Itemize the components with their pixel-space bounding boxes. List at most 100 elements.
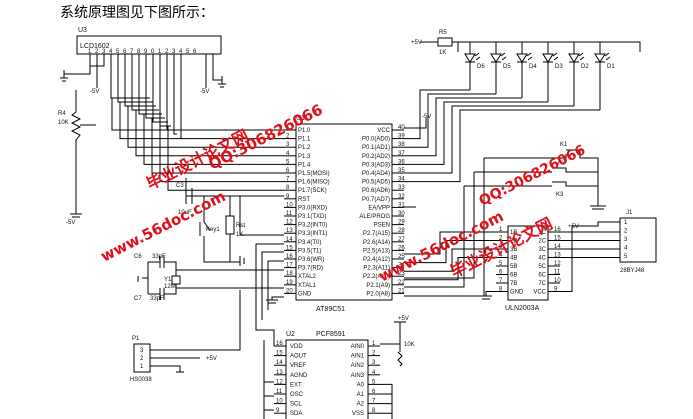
- r4-ref: R4: [58, 111, 66, 117]
- pcf-pin-num-left: 15: [276, 351, 283, 357]
- mcu-pin-name-left: P3.6(WR): [298, 257, 324, 263]
- crystal-circuit: C6 33pF C7 33pF Y1 12M: [134, 254, 284, 302]
- pcf-pin-name-right: AIN0: [351, 344, 365, 350]
- mcu-pin-name-left: P1.7(SCK): [298, 188, 327, 194]
- uln-pin-num-right: 15: [554, 236, 561, 242]
- mcu-pin-num-left: 11: [286, 211, 293, 217]
- led-label: D6: [477, 64, 485, 70]
- mcu-pin-num-left: 15: [286, 245, 293, 251]
- mcu-pin-num-right: 22: [398, 280, 405, 286]
- pcf-body: [285, 339, 369, 419]
- p3-int-line: [239, 196, 284, 236]
- mcu-pin-num-right: 29: [398, 220, 405, 226]
- pcf-pin-name-left: EXT: [290, 382, 302, 388]
- lcd-ref: U3: [78, 27, 87, 34]
- mcu-pin-num-right: 34: [398, 177, 405, 183]
- pcf-pin-num-left: 13: [276, 370, 283, 376]
- lcd-pin-number: 0: [151, 49, 155, 55]
- mcu-pin-name-right: P2.5(A13): [363, 248, 390, 254]
- mcu-pin-name-left: P1.5(MOSI): [298, 171, 330, 177]
- r5-ref: R5: [439, 30, 447, 36]
- ir-name: HS0038: [130, 377, 152, 383]
- mcu-pin-num-left: 10: [286, 202, 293, 208]
- uln-pin-name-right: 7C: [538, 281, 546, 287]
- uln-pin-name-right: 5C: [538, 264, 546, 270]
- mcu-pin-num-right: 37: [398, 151, 405, 157]
- mcu-pin-name-right: P0.0(AD0): [362, 137, 390, 143]
- uln-pin-num-right: 14: [554, 244, 561, 250]
- lcd-to-p1-line: [119, 102, 284, 140]
- pot-gnd-label: -5V: [66, 220, 75, 226]
- led-rays: [526, 52, 533, 61]
- mcu-pin-name-right: P2.3(A11): [363, 266, 390, 272]
- pcf-name: PCF8591: [316, 331, 346, 338]
- mcu-pin-num-right: 27: [398, 237, 405, 243]
- mcu-pin-name-left: RST: [298, 197, 310, 203]
- c7-ref: C7: [134, 296, 142, 302]
- led-to-p0-line: [404, 101, 548, 165]
- uln-pin-name-right: VCC: [533, 290, 546, 296]
- uln-pin-name-left: 5B: [510, 264, 517, 270]
- mcu-pin-name-left: GND: [298, 291, 312, 297]
- p2-to-uln: [404, 257, 496, 281]
- lcd-pin-number: 5: [186, 49, 190, 55]
- p3-to-pcf-scl: [267, 260, 284, 310]
- c6-value: 33pF: [152, 254, 166, 260]
- led-rays: [604, 52, 611, 61]
- mcu-pin-num-left: 2: [286, 134, 290, 140]
- led-symbol: [490, 42, 502, 94]
- pcf-pin-name-left: AOUT: [290, 354, 307, 360]
- mcu-pin-num-left: 1: [286, 125, 290, 131]
- mcu-pin-name-right: PSEN: [374, 223, 390, 229]
- lcd-pin-number: 4: [179, 49, 183, 55]
- mcu-pin-num-right: 25: [398, 254, 405, 260]
- mcu-pin-num-left: 19: [286, 280, 293, 286]
- p2-to-uln: [404, 240, 496, 264]
- pcf-pin-num-right: 3: [372, 360, 376, 366]
- motor-pin-number: 5: [624, 254, 628, 260]
- p2-to-k3: [404, 186, 465, 288]
- mcu-pin-name-left: P3.7(RD): [298, 266, 323, 272]
- pcf-pin-num-right: 5: [372, 379, 376, 385]
- led-symbol: [516, 42, 528, 98]
- uln-pin-name-left: 7B: [510, 281, 517, 287]
- lcd-to-p1-line: [167, 126, 284, 191]
- interconnect-wires: [239, 158, 496, 346]
- led-to-p0-line: [404, 89, 470, 140]
- lcd-pin-number: 6: [193, 49, 197, 55]
- uln-pin-name-right: 4C: [538, 256, 546, 262]
- uln-body: [507, 225, 549, 301]
- mcu-pin-num-right: 21: [398, 288, 405, 294]
- mcu-pin-name-left: XTAL2: [298, 274, 317, 280]
- ir-pin-number: 2: [140, 356, 144, 362]
- mcu-pin-name-left: P1.6(MISO): [298, 180, 330, 186]
- led-rays: [474, 52, 481, 61]
- motor-ref: J1: [626, 210, 633, 216]
- mcu-pin-name-right: P2.0(A8): [366, 291, 390, 297]
- pcf-ref: U2: [286, 331, 295, 338]
- pcf-pin-name-left: SCL: [290, 402, 302, 408]
- watermark-qq-2: QQ:306826066: [477, 142, 589, 209]
- p3-to-pcf-sda: [261, 251, 284, 320]
- uln-pin-num-left: 1: [499, 227, 503, 233]
- mcu-pin-num-right: 39: [398, 134, 405, 140]
- pcf-pin-name-left: AGND: [290, 373, 308, 379]
- uln-pin-num-right: 12: [554, 261, 561, 267]
- lcd-pin-number: 3: [172, 49, 176, 55]
- mcu-pin-name-right: P2.6(A14): [363, 240, 390, 246]
- lcd-pin-number: 8: [137, 49, 141, 55]
- mcu-pin-num-left: 7: [286, 177, 290, 183]
- mcu-pin-num-left: 5: [286, 159, 290, 165]
- lcd-to-p1-line: [135, 110, 284, 157]
- led-rays: [500, 52, 507, 61]
- lcd-pin-number: 9: [144, 49, 148, 55]
- mcu-pin-num-left: 18: [286, 271, 293, 277]
- mcu-pin-name-right: P2.4(A12): [363, 257, 390, 263]
- mcu-pin-num-left: 9: [286, 194, 290, 200]
- pcf-pin-num-left: 14: [276, 360, 283, 366]
- uln-vcc: [560, 221, 620, 292]
- p3-to-pcf-vdd: [255, 243, 284, 346]
